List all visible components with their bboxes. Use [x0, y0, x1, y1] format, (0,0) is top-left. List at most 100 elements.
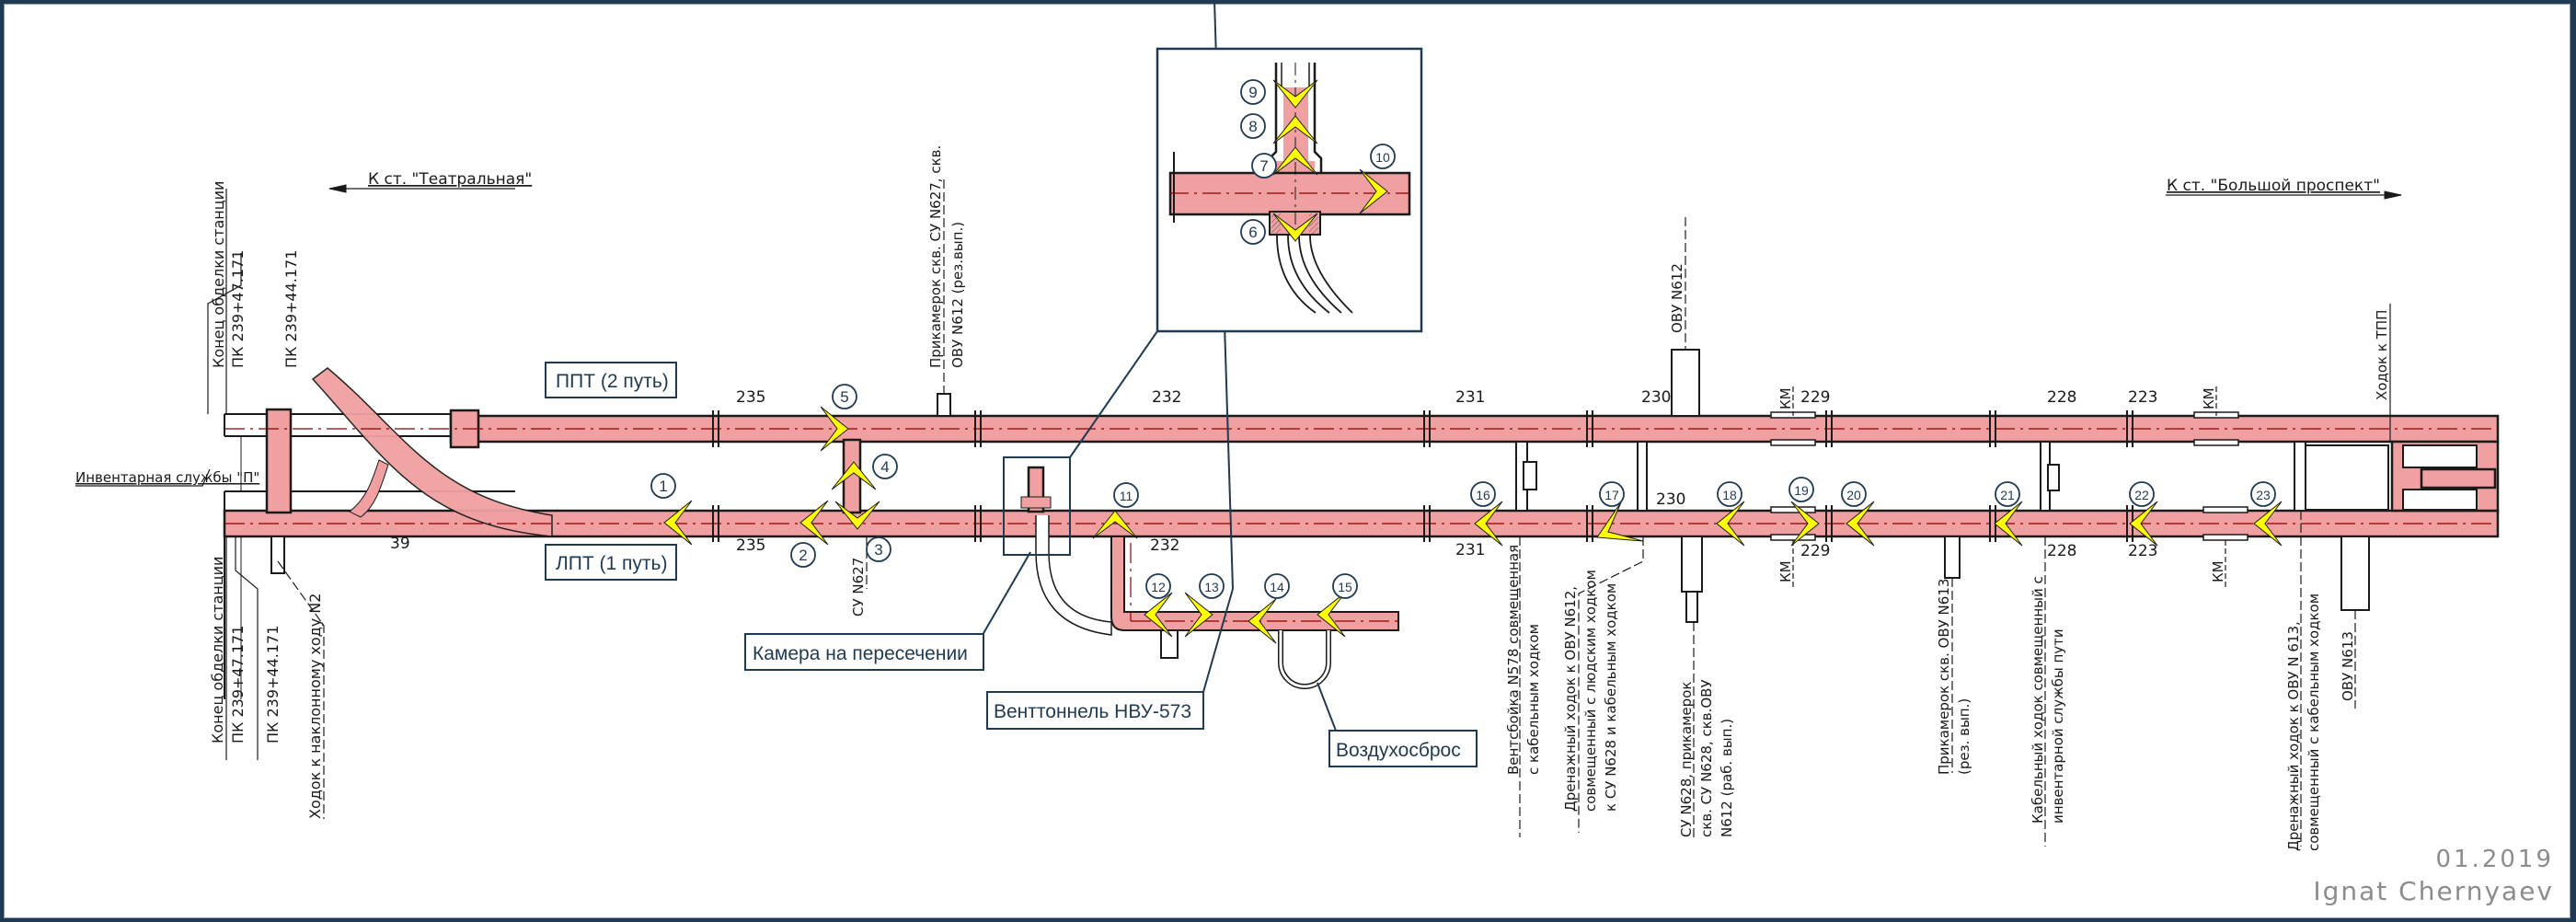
picket-breaks	[712, 410, 2133, 542]
direction-right-label: К ст. "Большой проспект"	[2167, 177, 2380, 195]
svg-text:Воздухосброс: Воздухосброс	[1336, 740, 1461, 761]
drain613-label-1: Дренажный ходок к ОВУ N 613,	[2285, 621, 2302, 851]
ventsboika-label-2: с кабельным ходком	[1525, 624, 1542, 775]
route-arrow-icon	[799, 500, 829, 546]
picket-break	[974, 410, 982, 447]
picket-break	[1989, 410, 1996, 447]
picket-number: 232	[1152, 388, 1181, 407]
svg-text:ППТ (2 путь): ППТ (2 путь)	[556, 371, 669, 392]
direction-left-label: К ст. "Театральная"	[368, 170, 532, 189]
svg-text:Венттоннель НВУ-573: Венттоннель НВУ-573	[994, 701, 1191, 722]
route-point-marker: 20	[1841, 481, 1867, 507]
picket-number: 223	[2128, 542, 2157, 560]
route-point-marker: 5	[832, 384, 857, 409]
route-point-marker: 1	[650, 473, 676, 499]
callout-air-release: Воздухосброс	[1328, 730, 1478, 767]
svg-text:21: 21	[2000, 488, 2015, 502]
cable-passage-label-1: Кабельный ходок совмещенный с	[2030, 576, 2046, 824]
drain612-label-2: совмещенный с людским ходком	[1582, 570, 1599, 812]
route-arrow-icon	[1846, 501, 1875, 547]
su628-label-2: скв. СУ N628, скв.ОВУ	[1698, 679, 1715, 837]
track-label-upper: ППТ (2 путь)	[545, 362, 677, 398]
arrow-left-icon	[328, 184, 347, 193]
route-arrow-icon	[1272, 146, 1318, 176]
route-arrow-icon	[663, 500, 693, 546]
svg-text:18: 18	[1722, 488, 1737, 502]
pk-244-bottom-label: ПК 239+44.171	[264, 626, 282, 743]
prikamerok627-label-2: ОВУ N612 (рез.вып.)	[949, 222, 966, 368]
svg-text:12: 12	[1151, 580, 1166, 594]
svg-text:10: 10	[1375, 150, 1390, 165]
route-arrow-icon	[1272, 115, 1318, 144]
picket-number: 235	[736, 388, 765, 407]
picket-break	[1423, 505, 1431, 542]
route-point-marker: 17	[1599, 481, 1625, 507]
route-arrow-icon	[1994, 501, 2023, 547]
leader-lines	[75, 179, 2391, 847]
ventsboika-label-1: Вентсбойка N578 совмещенная	[1505, 545, 1522, 775]
km-label: КМ	[2201, 387, 2217, 409]
svg-text:ЛПТ (1 путь): ЛПТ (1 путь)	[556, 553, 667, 574]
picket-break	[974, 505, 982, 542]
picket-number: 235	[736, 536, 765, 555]
right-end-chamber	[2295, 444, 2478, 511]
route-arrow-icon	[831, 461, 877, 490]
callout-chamber: Камера на пересечении	[744, 633, 984, 671]
svg-text:22: 22	[2134, 488, 2149, 502]
svg-text:4: 4	[880, 458, 889, 476]
inventory-label: Инвентарная службы "П"	[75, 469, 259, 486]
svg-text:9: 9	[1248, 84, 1257, 101]
route-point-marker: 9	[1240, 79, 1266, 105]
picket-number: 229	[1800, 388, 1830, 407]
su628-label-3: N612 (раб. вып.)	[1719, 719, 1735, 837]
picket-number: 230	[1641, 388, 1671, 407]
picket-break	[2126, 410, 2133, 447]
su627-label: СУ N627	[850, 558, 867, 617]
route-point-marker: 22	[2129, 481, 2155, 507]
picket-break	[712, 410, 719, 447]
route-point-marker: 2	[790, 542, 816, 568]
picket-break	[1825, 410, 1833, 447]
route-arrow-icon	[1248, 598, 1277, 644]
svg-text:19: 19	[1794, 483, 1809, 498]
picket-break	[1423, 410, 1431, 447]
picket-number: 39	[390, 535, 410, 553]
picket-number: 228	[2047, 388, 2076, 407]
centerlines	[224, 428, 2498, 622]
svg-text:Камера на пересечении: Камера на пересечении	[753, 643, 968, 664]
su628-label-1: СУ N628, прикамерок	[1678, 682, 1695, 837]
route-point-marker: 10	[1370, 144, 1396, 169]
picket-number: 231	[1455, 541, 1485, 559]
svg-text:3: 3	[874, 541, 882, 559]
pk-247-top-label: ПК 239+47.171	[229, 250, 247, 368]
route-arrow-icon	[1317, 592, 1346, 638]
route-arrows	[663, 79, 2283, 644]
left-curved-branch	[311, 367, 553, 537]
route-point-marker: 23	[2250, 481, 2276, 507]
svg-text:2: 2	[799, 547, 807, 564]
tpp-passage-label: Ходок к ТПП	[2374, 310, 2390, 400]
route-point-marker: 4	[872, 454, 898, 479]
picket-number: 229	[1800, 542, 1830, 560]
cable-passage-label-2: инвентарной службы пути	[2050, 628, 2066, 824]
route-point-marker: 14	[1264, 573, 1290, 599]
route-arrow-icon	[1184, 592, 1213, 638]
watermark-author: Ignat Chernyaev	[2313, 876, 2554, 906]
route-arrow-icon	[820, 406, 849, 452]
route-point-marker: 15	[1332, 573, 1358, 599]
route-arrow-icon	[1359, 168, 1388, 214]
picket-break	[1586, 505, 1593, 542]
prikamerok627-label-1: Прикамерок скв. СУ N627, скв.	[927, 145, 944, 368]
route-arrow-icon	[1272, 79, 1318, 109]
route-point-marker: 21	[1995, 481, 2020, 507]
pk-247-bottom-label: ПК 239+47.171	[229, 626, 247, 743]
drain612-label-3: к СУ N628 и кабельным ходком	[1603, 583, 1619, 812]
svg-text:20: 20	[1846, 488, 1861, 502]
route-point-marker: 13	[1199, 573, 1225, 599]
picket-break	[1825, 505, 1833, 542]
route-arrow-icon	[1716, 501, 1745, 547]
svg-text:1: 1	[659, 478, 667, 495]
